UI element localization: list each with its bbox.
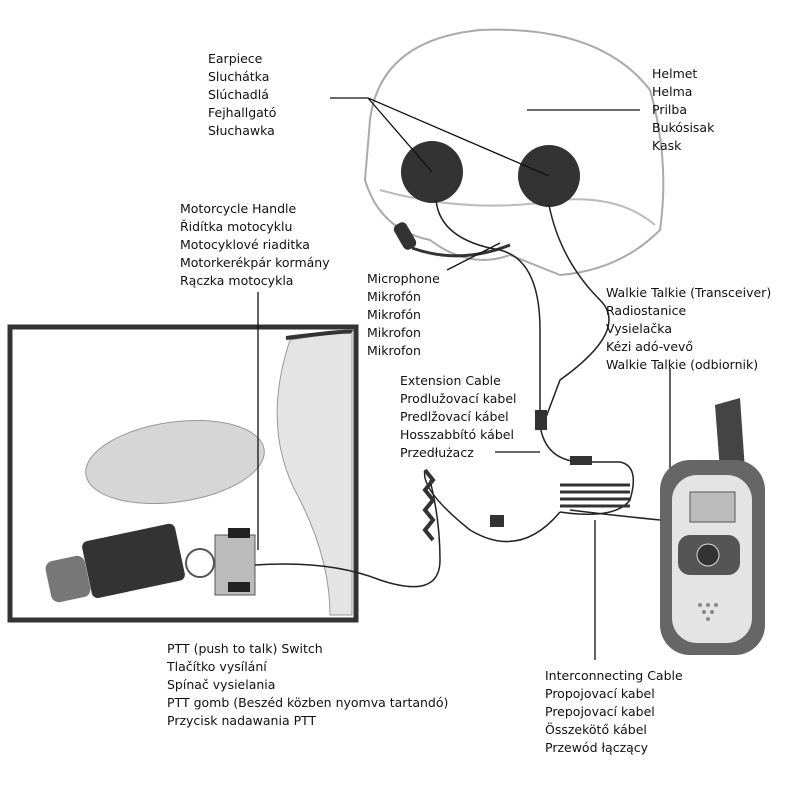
microphone-boom (393, 222, 417, 250)
label-line: PTT (push to talk) Switch (167, 641, 323, 656)
label-line: Przewód łączący (545, 740, 649, 755)
label-line: Kézi adó-vevő (606, 339, 694, 354)
label-line: Sluchátka (208, 69, 270, 84)
cable-connector (570, 456, 592, 465)
label-line: Prilba (652, 102, 687, 117)
label-line: Prepojovací kabel (545, 704, 655, 719)
coiled-cable (560, 483, 630, 508)
label-line: PTT gomb (Beszéd közben nyomva tartandó) (167, 695, 449, 710)
label-line: Tlačítko vysílání (167, 659, 267, 674)
walkie-talkie (660, 398, 765, 655)
coiled-cable (422, 468, 436, 542)
label-line: Predlžovací kábel (400, 409, 509, 424)
label-line: Microphone (367, 271, 440, 286)
label-line: Helma (652, 84, 693, 99)
label-line: Mikrofón (367, 307, 421, 322)
label-line: Mikrofon (367, 343, 421, 358)
label-line: Összekötő kábel (545, 722, 647, 737)
label-line: Prodlužovací kabel (400, 391, 517, 406)
cable-connector (490, 515, 504, 527)
label-line: Walkie Talkie (Transceiver) (606, 285, 772, 300)
label-line: Helmet (652, 66, 698, 81)
label-line: Motocyklové riaditka (180, 237, 310, 252)
label-line: Radiostanice (606, 303, 687, 318)
label-line: Hosszabbító kábel (400, 427, 514, 442)
label-line: Vysielačka (606, 321, 672, 336)
label-line: Earpiece (208, 51, 263, 66)
label-line: Bukósisak (652, 120, 715, 135)
label-line: Extension Cable (400, 373, 501, 388)
label-line: Spínač vysielania (167, 677, 276, 692)
label-line: Rączka motocykla (180, 273, 294, 288)
handlebar-grip (45, 523, 256, 603)
cables (254, 199, 661, 588)
label-line: Przycisk nadawania PTT (167, 713, 317, 728)
label-line: Motorkerékpár kormány (180, 255, 330, 270)
label-line: Slúchadlá (208, 87, 269, 102)
label-line: Interconnecting Cable (545, 668, 683, 683)
label-line: Słuchawka (208, 123, 275, 138)
label-line: Mikrofón (367, 289, 421, 304)
label-line: Motorcycle Handle (180, 201, 297, 216)
label-line: Przedłużacz (400, 445, 474, 460)
mirror (85, 329, 354, 616)
leader-lines (257, 97, 671, 660)
label-line: Kask (652, 138, 682, 153)
label-line: Řidítka motocyklu (180, 219, 293, 234)
cable-connector (535, 410, 547, 430)
label-line: Fejhallgató (208, 105, 277, 120)
label-line: Mikrofon (367, 325, 421, 340)
label-line: Walkie Talkie (odbiornik) (606, 357, 759, 372)
label-line: Propojovací kabel (545, 686, 655, 701)
